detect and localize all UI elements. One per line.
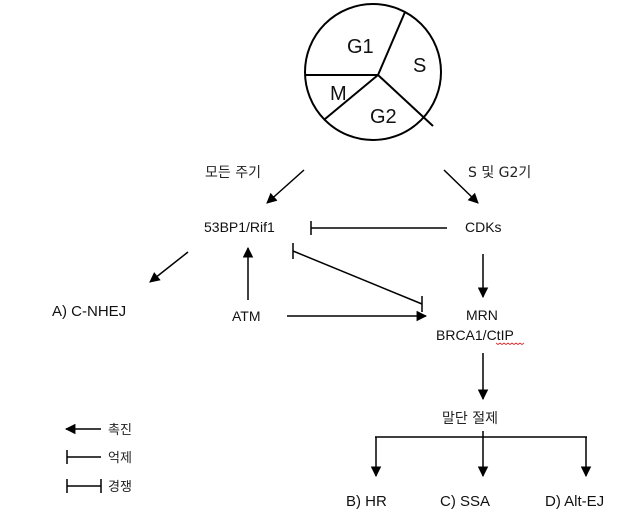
divider-g1-s bbox=[377, 11, 406, 76]
legend: 촉진 억제 경쟁 bbox=[64, 423, 132, 495]
legend-compete-label: 경쟁 bbox=[108, 480, 132, 495]
arrow-sg2-to-cdks bbox=[443, 169, 479, 204]
phase-g2-label: G2 bbox=[370, 106, 397, 128]
pathway-alt-ej: D) Alt-EJ bbox=[545, 493, 604, 510]
end-resection-label: 말단 절제 bbox=[442, 411, 498, 427]
node-cdks: CDKs bbox=[465, 219, 502, 235]
node-53bp1-rif1: 53BP1/Rif1 bbox=[204, 219, 275, 235]
divider-m-g2 bbox=[324, 74, 379, 120]
phase-s-label: S bbox=[413, 55, 426, 77]
phase-g1-label: G1 bbox=[347, 36, 374, 58]
legend-promote-label: 촉진 bbox=[108, 423, 132, 438]
legend-inhibit-label: 억제 bbox=[108, 451, 132, 466]
s-and-g2-label: S 및 G2기 bbox=[468, 165, 531, 181]
arrow-53bp1-to-cnhej bbox=[149, 251, 189, 283]
spellcheck-underline bbox=[495, 342, 525, 346]
node-atm: ATM bbox=[232, 308, 261, 324]
pathway-ssa: C) SSA bbox=[440, 493, 490, 510]
phase-m-label: M bbox=[330, 83, 347, 105]
arrow-allphases-to-53bp1 bbox=[266, 169, 305, 204]
node-mrn: MRN bbox=[466, 307, 498, 323]
node-brca1-ctip: BRCA1/CtIP bbox=[436, 327, 514, 343]
divider-g2-s bbox=[377, 74, 434, 127]
pathway-c-nhej: A) C-NHEJ bbox=[52, 303, 126, 320]
compete-53bp1-mrn bbox=[292, 250, 423, 305]
cell-cycle-circle bbox=[304, 3, 442, 141]
all-phases-label: 모든 주기 bbox=[205, 165, 261, 181]
cell-cycle-pie: G1 S M G2 bbox=[304, 3, 442, 141]
pathway-hr: B) HR bbox=[346, 493, 387, 510]
